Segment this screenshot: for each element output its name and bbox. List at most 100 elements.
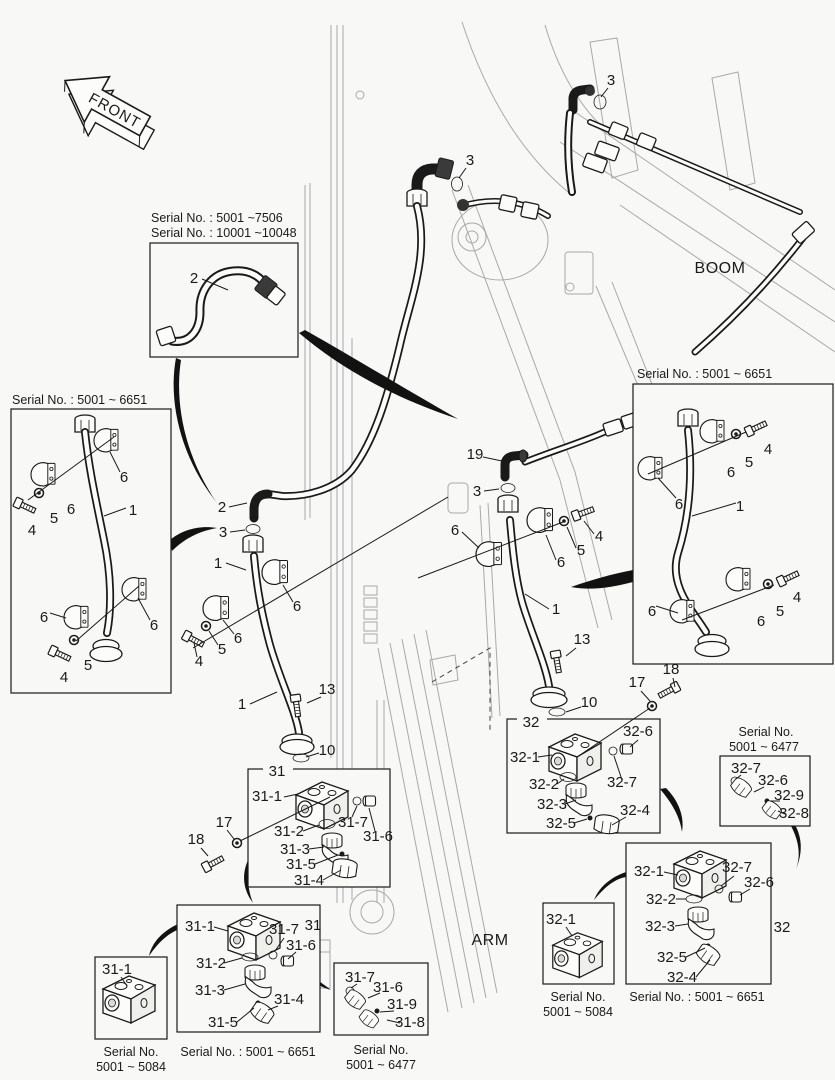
label-part-32-6: 32-6 xyxy=(623,723,653,740)
mount-bolt-31 xyxy=(200,796,331,874)
label-part-31-1: 31-1 xyxy=(252,788,282,805)
elbow-fitting-end xyxy=(585,86,595,96)
plug-32-6 xyxy=(619,743,634,755)
valve31-late-serial: Serial No. : 5001 ~ 6651 xyxy=(180,1045,315,1059)
label-part-32-2: 32-2 xyxy=(529,776,559,793)
label-part-18: 18 xyxy=(188,831,205,848)
plug-31-6 xyxy=(280,955,295,967)
label-part-1: 1 xyxy=(129,502,137,519)
label-part-31-1: 31-1 xyxy=(102,961,132,978)
label-part-13: 13 xyxy=(574,631,591,648)
label-part-31-7: 31-7 xyxy=(269,921,299,938)
label-part-10: 10 xyxy=(581,694,598,711)
o-ring-31-7 xyxy=(352,796,362,806)
label-part-31-7: 31-7 xyxy=(338,814,368,831)
valve32-late-serial: Serial No. : 5001 ~ 6651 xyxy=(629,990,764,1004)
label-part-32-7: 32-7 xyxy=(607,774,637,791)
label-part-1: 1 xyxy=(238,696,246,713)
label-part-32-6: 32-6 xyxy=(758,772,788,789)
label-part-31-2: 31-2 xyxy=(196,955,226,972)
label-part-31-7: 31-7 xyxy=(345,969,375,986)
label-part-3: 3 xyxy=(466,152,474,169)
o-ring-3-right xyxy=(500,483,516,493)
plug-32-6 xyxy=(728,891,743,903)
label-part-4: 4 xyxy=(195,653,203,670)
label-part-6: 6 xyxy=(40,609,48,626)
label-part-5: 5 xyxy=(745,454,753,471)
label-part-6: 6 xyxy=(293,598,301,615)
label-part-31-4: 31-4 xyxy=(274,991,304,1008)
label-part-6: 6 xyxy=(727,464,735,481)
bolt-18 xyxy=(656,680,682,701)
block31-early-callout: 31-1 Serial No. 5001 ~ 5084 xyxy=(94,956,168,1074)
hose-box-serial-1: Serial No. : 5001 ~7506 xyxy=(151,211,283,225)
ball-31-9 xyxy=(374,1008,380,1014)
label-part-5: 5 xyxy=(577,542,585,559)
label-part-3: 3 xyxy=(219,524,227,541)
label-part-31-5: 31-5 xyxy=(208,1014,238,1031)
label-part-5: 5 xyxy=(218,641,226,658)
block31-early-serial-range: 5001 ~ 5084 xyxy=(96,1060,166,1074)
label-part-31-6: 31-6 xyxy=(286,937,316,954)
label-part-32-5: 32-5 xyxy=(657,949,687,966)
label-part-4: 4 xyxy=(28,522,36,539)
label-part-32: 32 xyxy=(523,714,540,731)
o-ring-10-right xyxy=(548,707,566,717)
arm-label: ARM xyxy=(471,932,508,949)
clamp-6 xyxy=(202,595,230,622)
right-tube-callout-box xyxy=(632,383,834,665)
label-part-17: 17 xyxy=(629,674,646,691)
main-hose-2 xyxy=(264,157,455,501)
label-part-19: 19 xyxy=(467,446,484,463)
label-part-31: 31 xyxy=(305,917,322,934)
clamp-6 xyxy=(526,507,554,534)
label-part-4: 4 xyxy=(764,441,772,458)
fittings31-serial-label: Serial No. xyxy=(354,1043,409,1057)
label-part-32-5: 32-5 xyxy=(546,815,576,832)
right-drop-pipe-assembly xyxy=(417,449,596,717)
block31-early-serial-label: Serial No. xyxy=(104,1045,159,1059)
label-part-6: 6 xyxy=(557,554,565,571)
label-part-6: 6 xyxy=(67,501,75,518)
label-part-6: 6 xyxy=(648,603,656,620)
label-part-6: 6 xyxy=(120,469,128,486)
label-part-5: 5 xyxy=(776,603,784,620)
label-part-31-8: 31-8 xyxy=(395,1014,425,1031)
label-part-32-4: 32-4 xyxy=(620,802,650,819)
o-ring-32-2 xyxy=(559,772,577,782)
label-part-10: 10 xyxy=(319,742,336,759)
label-part-32-1: 32-1 xyxy=(510,749,540,766)
label-part-6: 6 xyxy=(675,496,683,513)
label-part-32: 32 xyxy=(774,919,791,936)
label-part-31-1: 31-1 xyxy=(185,918,215,935)
left-tube-callout: Serial No. : 5001 ~ 6651 6 6 5 4 1 6 6 5… xyxy=(10,393,172,694)
washer-5 xyxy=(200,620,212,632)
label-part-31-5: 31-5 xyxy=(286,856,316,873)
label-part-32-2: 32-2 xyxy=(646,891,676,908)
label-part-1: 1 xyxy=(552,601,560,618)
ball-32-5 xyxy=(587,815,593,821)
label-part-31: 31 xyxy=(269,763,286,780)
bolt-13 xyxy=(549,649,565,675)
label-part-18: 18 xyxy=(663,661,680,678)
fittings32-callout: Serial No. 5001 ~ 6477 32-7 32-6 32-9 32… xyxy=(719,725,811,827)
label-part-32-9: 32-9 xyxy=(774,787,804,804)
label-part-5: 5 xyxy=(50,510,58,527)
valve31-late-callout: 31-1 31-7 31 31-6 31-2 31-3 31-4 31-5 Se… xyxy=(176,904,322,1059)
label-backing xyxy=(263,763,293,776)
left-drop-pipe-assembly xyxy=(180,489,449,763)
valve32-late-callout: 32-1 32-7 32-6 32-2 32-3 32-5 32-4 Seria… xyxy=(625,842,774,1004)
o-ring-31-2 xyxy=(241,952,259,962)
bolt-4 xyxy=(180,629,207,650)
block32-early-serial-label: Serial No. xyxy=(551,990,606,1004)
mount-location-dashed-line xyxy=(431,647,491,733)
front-direction-arrow: FRONT xyxy=(63,75,156,151)
label-part-3: 3 xyxy=(473,483,481,500)
fittings31-callout: 31-7 31-6 31-9 31-8 Serial No. 5001 ~ 64… xyxy=(333,962,429,1072)
left-tube-serial: Serial No. : 5001 ~ 6651 xyxy=(12,393,147,407)
mount-bolt-32 xyxy=(576,680,682,758)
block32-early-serial-range: 5001 ~ 5084 xyxy=(543,1005,613,1019)
label-part-32-7: 32-7 xyxy=(731,760,761,777)
label-part-1: 1 xyxy=(214,555,222,572)
